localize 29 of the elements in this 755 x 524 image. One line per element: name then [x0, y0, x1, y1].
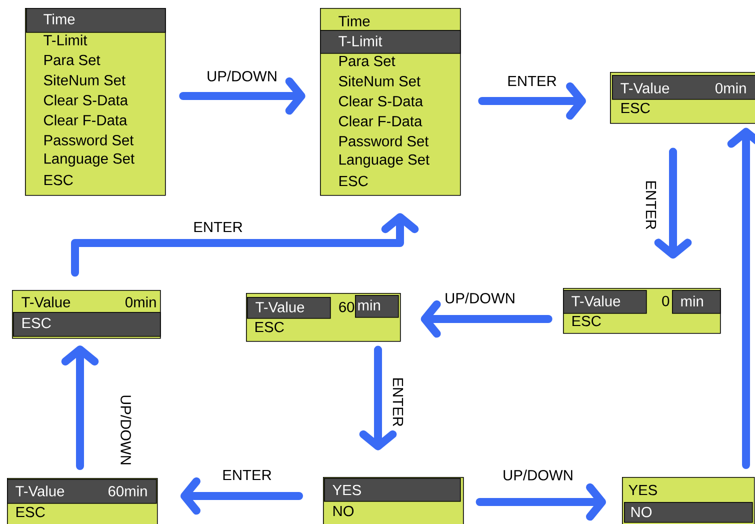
highlight-bar: T-Limit	[320, 30, 461, 54]
highlight-bar: T-Value 0min	[612, 75, 755, 100]
arrow	[180, 477, 303, 515]
arrow	[478, 82, 586, 120]
highlight-bar: NO	[624, 502, 753, 523]
edge-label: ENTER	[194, 222, 242, 232]
highlight-bar: min	[672, 290, 721, 314]
highlight-bar: min	[355, 295, 399, 318]
arrow	[179, 77, 306, 115]
highlight-bar: ESC	[13, 312, 161, 337]
edge-label: UP/DOWN	[504, 470, 572, 480]
arrow	[727, 128, 755, 469]
highlight-bar: T-Value	[563, 290, 647, 314]
highlight-bar: Time	[26, 8, 166, 33]
edge-label: ENTER	[223, 470, 272, 480]
arrow	[420, 300, 552, 338]
edge-label: ENTER	[646, 181, 656, 230]
edge-label: ENTER	[508, 76, 556, 86]
arrow	[359, 346, 397, 450]
edge-label: UP/DOWN	[446, 292, 514, 304]
edge-label: UP/DOWN	[208, 70, 276, 82]
highlight-bar: T-Value	[247, 297, 331, 319]
edge-label: ENTER	[392, 378, 404, 426]
arrow	[654, 148, 692, 259]
arrow	[61, 345, 99, 470]
highlight-bar: T-Value 60min	[7, 479, 157, 504]
highlight-bar: YES	[324, 478, 461, 502]
edge-label: UP/DOWN	[120, 396, 132, 464]
arrow	[476, 483, 606, 521]
